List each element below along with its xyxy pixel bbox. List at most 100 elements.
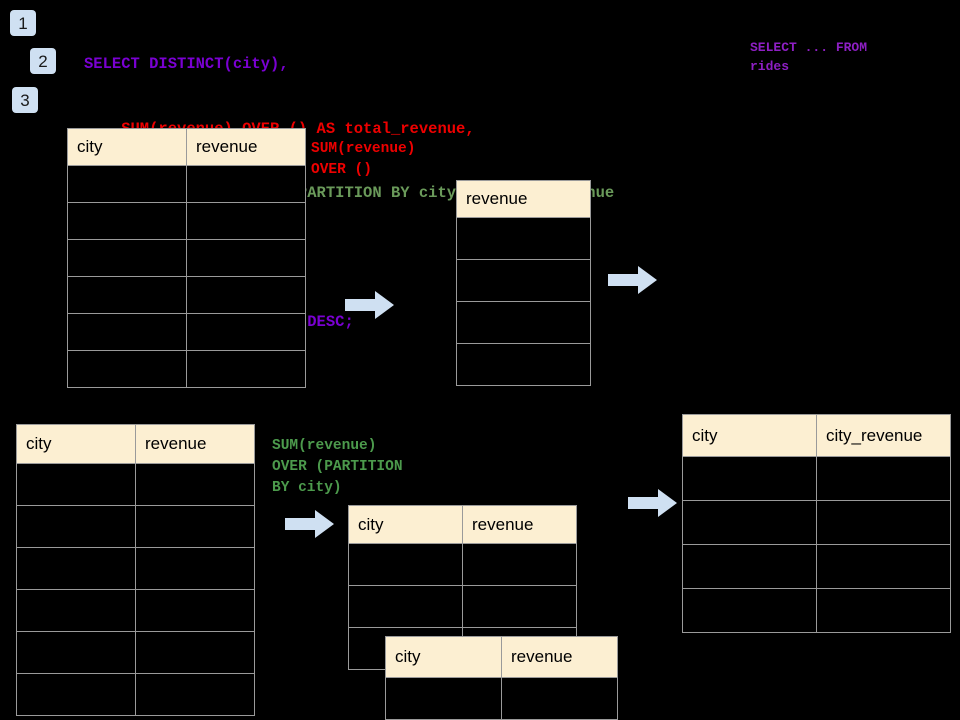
table-row	[385, 677, 618, 720]
table-cell	[67, 350, 187, 388]
arrow-rides-to-total	[345, 290, 395, 325]
step-badge-3-label: 3	[20, 90, 30, 110]
table-header-row: city revenue	[348, 505, 577, 544]
table-cell	[682, 588, 817, 633]
step-badge-3[interactable]: 3	[12, 87, 38, 113]
column-header-city-revenue: city_revenue	[816, 414, 951, 457]
table-cell	[682, 500, 817, 545]
table-cell	[135, 673, 255, 716]
rides-source-table-bottom: city revenue	[16, 424, 255, 716]
column-header-city: city	[348, 505, 463, 544]
table-cell	[16, 631, 136, 674]
table-cell	[186, 202, 306, 240]
table-cell	[682, 456, 817, 501]
table-cell	[462, 543, 577, 586]
table-cell	[16, 547, 136, 590]
column-header-city: city	[67, 128, 187, 166]
table-cell	[67, 313, 187, 351]
table-row	[456, 301, 591, 344]
table-cell	[67, 276, 187, 314]
table-row	[16, 673, 255, 716]
table-row	[456, 343, 591, 386]
table-row	[682, 500, 951, 545]
table-cell	[456, 343, 591, 386]
table-row	[16, 547, 255, 590]
table-header-row: revenue	[456, 180, 591, 218]
annotation-source-query: SELECT ... FROM rides	[750, 40, 868, 74]
table-cell	[348, 585, 463, 628]
table-cell	[67, 165, 187, 203]
table-cell	[67, 202, 187, 240]
table-row	[456, 217, 591, 260]
table-row	[682, 588, 951, 633]
table-cell	[816, 500, 951, 545]
table-cell	[816, 544, 951, 589]
step-badge-2-label: 2	[38, 51, 48, 71]
table-row	[682, 456, 951, 501]
total-revenue-table: revenue	[456, 180, 591, 386]
table-cell	[501, 677, 618, 720]
arrow-total-to-result	[608, 265, 658, 300]
table-row	[456, 259, 591, 302]
table-cell	[16, 463, 136, 506]
rides-source-table-top: city revenue	[67, 128, 306, 388]
table-row	[348, 543, 577, 586]
table-header-row: city city_revenue	[682, 414, 951, 457]
table-row	[16, 631, 255, 674]
table-cell	[682, 544, 817, 589]
table-cell	[16, 589, 136, 632]
table-cell	[135, 589, 255, 632]
partition-table-back: city revenue	[348, 505, 577, 670]
table-cell	[456, 217, 591, 260]
table-row	[67, 202, 306, 240]
table-cell	[135, 547, 255, 590]
annotation-total-revenue: SUM(revenue) OVER ()	[311, 141, 416, 178]
table-row	[67, 276, 306, 314]
step-badge-2[interactable]: 2	[30, 48, 56, 74]
table-header-row: city revenue	[67, 128, 306, 166]
annotation-city-revenue: SUM(revenue) OVER (PARTITION BY city)	[272, 438, 403, 496]
table-cell	[385, 677, 502, 720]
table-header-row: city revenue	[385, 636, 618, 678]
partition-table-front: city revenue	[385, 636, 618, 720]
final-result-table: city city_revenue	[682, 414, 951, 633]
step-badge-1-label: 1	[18, 13, 28, 33]
column-header-revenue: revenue	[456, 180, 591, 218]
table-cell	[135, 505, 255, 548]
arrow-partition-to-result	[628, 488, 678, 523]
table-cell	[186, 350, 306, 388]
table-row	[16, 505, 255, 548]
table-cell	[186, 276, 306, 314]
table-cell	[348, 543, 463, 586]
table-row	[348, 585, 577, 628]
table-cell	[16, 673, 136, 716]
column-header-revenue: revenue	[462, 505, 577, 544]
column-header-revenue: revenue	[501, 636, 618, 678]
table-row	[16, 463, 255, 506]
table-cell	[456, 259, 591, 302]
column-header-revenue: revenue	[135, 424, 255, 464]
column-header-revenue: revenue	[186, 128, 306, 166]
table-cell	[186, 165, 306, 203]
step-badge-1[interactable]: 1	[10, 10, 36, 36]
table-cell	[16, 505, 136, 548]
table-row	[67, 350, 306, 388]
table-cell	[462, 585, 577, 628]
table-cell	[67, 239, 187, 277]
column-header-city: city	[682, 414, 817, 457]
table-header-row: city revenue	[16, 424, 255, 464]
table-cell	[816, 588, 951, 633]
table-cell	[186, 313, 306, 351]
table-row	[16, 589, 255, 632]
table-row	[67, 239, 306, 277]
table-cell	[456, 301, 591, 344]
arrow-rides-to-partition	[285, 509, 335, 544]
table-cell	[135, 463, 255, 506]
table-cell	[135, 631, 255, 674]
column-header-city: city	[16, 424, 136, 464]
table-cell	[816, 456, 951, 501]
table-row	[682, 544, 951, 589]
table-cell	[186, 239, 306, 277]
table-row	[67, 165, 306, 203]
